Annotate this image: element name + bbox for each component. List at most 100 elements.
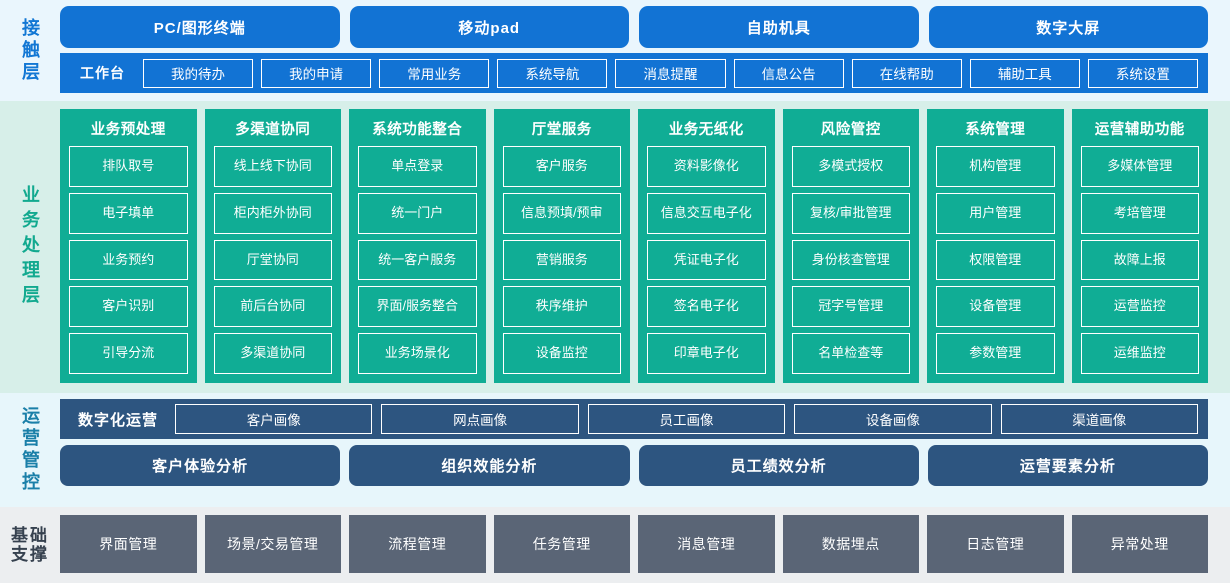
business-column-lobby-service: 厅堂服务 客户服务 信息预填/预审 营销服务 秩序维护 设备监控 [493,109,630,383]
business-item[interactable]: 界面/服务整合 [358,286,477,328]
contact-layer-label: 接触层 [0,0,60,101]
business-item[interactable]: 冠字号管理 [791,286,910,328]
business-item[interactable]: 线上线下协同 [213,146,332,187]
business-column-title: 多渠道协同 [235,121,311,138]
foundation-layer-label-line1: 基础 [11,525,49,545]
contact-layer: 接触层 PC/图形终端 移动pad 自助机具 数字大屏 工作台 我的待办 我的申… [0,0,1230,101]
workbench-label: 工作台 [80,65,125,81]
business-item[interactable]: 营销服务 [502,239,621,281]
operation-layer: 运营管控 数字化运营 客户画像 网点画像 员工画像 设备画像 渠道画像 客户体验… [0,393,1230,507]
business-layer-body: 业务预处理 排队取号 电子填单 业务预约 客户识别 引导分流 多渠道协同 线上线… [60,101,1230,393]
business-item[interactable]: 电子填单 [69,192,188,234]
business-column-title: 业务无纸化 [668,121,744,138]
business-layer-label: 业务处理层 [0,101,60,393]
business-item[interactable]: 客户服务 [502,146,621,187]
contact-layer-body: PC/图形终端 移动pad 自助机具 数字大屏 工作台 我的待办 我的申请 常用… [60,0,1230,101]
portrait-customer[interactable]: 客户画像 [175,404,373,434]
business-column-items: 排队取号 电子填单 业务预约 客户识别 引导分流 [69,146,188,374]
business-item[interactable]: 故障上报 [1080,239,1199,281]
channel-self-service[interactable]: 自助机具 [639,6,919,48]
analysis-org-efficiency[interactable]: 组织效能分析 [349,445,630,486]
business-item[interactable]: 名单检查等 [791,333,910,374]
foundation-item-task-management[interactable]: 任务管理 [493,515,630,573]
business-item[interactable]: 信息交互电子化 [647,192,766,234]
foundation-item-exception-handling[interactable]: 异常处理 [1071,515,1208,573]
business-item[interactable]: 多渠道协同 [213,333,332,374]
business-item[interactable]: 签名电子化 [647,286,766,328]
foundation-item-ui-management[interactable]: 界面管理 [60,515,197,573]
business-item[interactable]: 秩序维护 [502,286,621,328]
channel-digital-screen[interactable]: 数字大屏 [928,6,1208,48]
foundation-item-log-management[interactable]: 日志管理 [927,515,1064,573]
operation-layer-body: 数字化运营 客户画像 网点画像 员工画像 设备画像 渠道画像 客户体验分析 组织… [60,393,1230,507]
analysis-operation-factors[interactable]: 运营要素分析 [927,445,1208,486]
business-item[interactable]: 考培管理 [1080,192,1199,234]
business-column-title: 风险管控 [820,121,881,138]
analysis-customer-experience[interactable]: 客户体验分析 [60,445,341,486]
digital-operation-label: 数字化运营 [78,411,159,429]
business-item[interactable]: 权限管理 [936,239,1055,281]
business-item[interactable]: 设备管理 [936,286,1055,328]
business-column-items: 单点登录 统一门户 统一客户服务 界面/服务整合 业务场景化 [358,146,477,374]
foundation-layer-label: 基础 支撑 [0,507,60,583]
foundation-item-scene-transaction[interactable]: 场景/交易管理 [204,515,341,573]
portrait-device[interactable]: 设备画像 [794,404,992,434]
workbench-item-online-help[interactable]: 在线帮助 [851,58,962,88]
business-item[interactable]: 复核/审批管理 [791,192,910,234]
foundation-layer: 基础 支撑 界面管理 场景/交易管理 流程管理 任务管理 消息管理 数据埋点 日… [0,507,1230,583]
business-item[interactable]: 信息预填/预审 [502,192,621,234]
operation-layer-label: 运营管控 [0,393,60,507]
workbench-item-system-nav[interactable]: 系统导航 [497,58,608,88]
business-item[interactable]: 业务场景化 [358,333,477,374]
analysis-row: 客户体验分析 组织效能分析 员工绩效分析 运营要素分析 [60,445,1208,486]
business-item[interactable]: 客户识别 [69,286,188,328]
business-item[interactable]: 厅堂协同 [213,239,332,281]
foundation-item-data-tracking[interactable]: 数据埋点 [782,515,919,573]
portrait-employee[interactable]: 员工画像 [587,404,786,434]
workbench-item-message-alert[interactable]: 消息提醒 [615,58,726,88]
business-item[interactable]: 用户管理 [936,192,1055,234]
business-column-operation-aux: 运营辅助功能 多媒体管理 考培管理 故障上报 运营监控 运维监控 [1071,109,1208,383]
workbench-item-announcement[interactable]: 信息公告 [733,58,844,88]
channel-pc[interactable]: PC/图形终端 [60,6,340,48]
business-item[interactable]: 参数管理 [936,333,1055,374]
business-item[interactable]: 单点登录 [358,146,477,187]
workbench-item-my-application[interactable]: 我的申请 [261,58,372,88]
business-column-title: 系统管理 [965,121,1026,138]
portrait-branch[interactable]: 网点画像 [381,404,579,434]
business-item[interactable]: 身份核查管理 [791,239,910,281]
business-item[interactable]: 运营监控 [1080,286,1199,328]
workbench-item-aux-tools[interactable]: 辅助工具 [969,58,1080,88]
business-column-paperless: 业务无纸化 资料影像化 信息交互电子化 凭证电子化 签名电子化 印章电子化 [638,109,775,383]
business-item[interactable]: 凭证电子化 [647,239,766,281]
portrait-channel[interactable]: 渠道画像 [1000,404,1198,434]
business-item[interactable]: 运维监控 [1080,333,1199,374]
business-item[interactable]: 柜内柜外协同 [213,192,332,234]
business-item[interactable]: 多模式授权 [791,146,910,187]
foundation-item-message-management[interactable]: 消息管理 [638,515,775,573]
business-column-items: 多模式授权 复核/审批管理 身份核查管理 冠字号管理 名单检查等 [791,146,910,374]
channel-mobile-pad[interactable]: 移动pad [349,6,629,48]
business-item[interactable]: 机构管理 [936,146,1055,187]
business-item[interactable]: 引导分流 [69,333,188,374]
business-item[interactable]: 多媒体管理 [1080,146,1199,187]
business-layer: 业务处理层 业务预处理 排队取号 电子填单 业务预约 客户识别 引导分流 多渠道… [0,101,1230,393]
business-item[interactable]: 统一门户 [358,192,477,234]
business-item[interactable]: 统一客户服务 [358,239,477,281]
business-item[interactable]: 排队取号 [69,146,188,187]
workbench-item-my-todo[interactable]: 我的待办 [143,58,254,88]
workbench-row: 工作台 我的待办 我的申请 常用业务 系统导航 消息提醒 信息公告 在线帮助 辅… [60,53,1208,93]
business-item[interactable]: 设备监控 [502,333,621,374]
business-item[interactable]: 印章电子化 [647,333,766,374]
business-item[interactable]: 资料影像化 [647,146,766,187]
business-item[interactable]: 业务预约 [69,239,188,281]
workbench-item-common-business[interactable]: 常用业务 [379,58,490,88]
workbench-item-system-settings[interactable]: 系统设置 [1087,58,1198,88]
contact-layer-label-text: 接触层 [20,17,40,84]
business-column-items: 资料影像化 信息交互电子化 凭证电子化 签名电子化 印章电子化 [647,146,766,374]
analysis-employee-performance[interactable]: 员工绩效分析 [638,445,919,486]
foundation-item-process-management[interactable]: 流程管理 [349,515,486,573]
business-item[interactable]: 前后台协同 [213,286,332,328]
business-column-risk-control: 风险管控 多模式授权 复核/审批管理 身份核查管理 冠字号管理 名单检查等 [782,109,919,383]
